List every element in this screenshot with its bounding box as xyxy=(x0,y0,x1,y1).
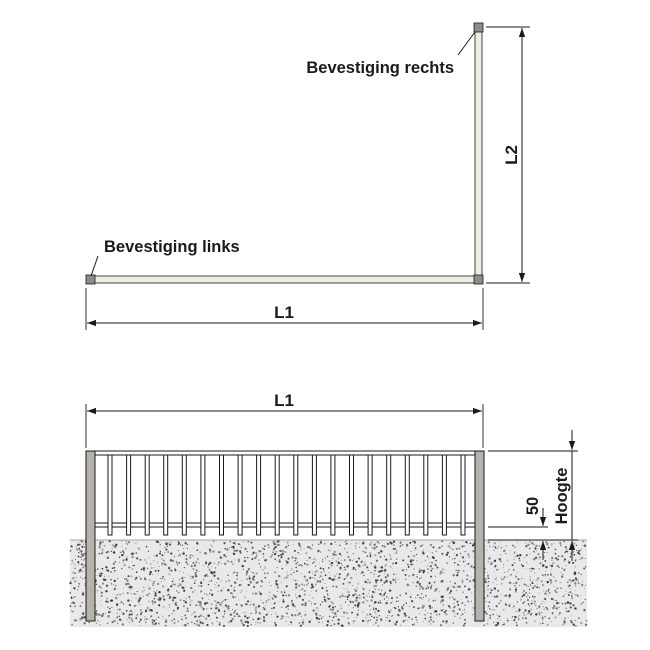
fence-bar xyxy=(460,454,466,536)
fence-bar xyxy=(107,454,113,536)
fence-bar xyxy=(274,454,280,536)
fence-bar xyxy=(311,454,317,536)
fence-bar xyxy=(200,454,206,536)
label-l1-top: L1 xyxy=(274,303,294,322)
label-mount-right: Bevestiging rechts xyxy=(306,59,454,77)
label-offset: 50 xyxy=(524,497,542,515)
fence-bar xyxy=(144,454,150,536)
fence-bar xyxy=(163,454,169,536)
side-view: L1 Hoogte 50 xyxy=(69,391,588,628)
top-view: Bevestiging rechts Bevestiging links L1 … xyxy=(85,22,530,330)
fence-top-rail xyxy=(94,450,476,456)
fence-bar xyxy=(181,454,187,536)
rail-l1 xyxy=(89,275,481,284)
mount-corner-block xyxy=(473,274,484,285)
leader-mount-left xyxy=(90,255,99,277)
fence-bar xyxy=(386,454,392,536)
mount-left-block xyxy=(85,274,96,285)
post-right xyxy=(474,450,485,622)
fence-bar xyxy=(330,454,336,536)
fence-bar xyxy=(126,454,132,536)
fence-bar xyxy=(293,454,299,536)
label-l2: L2 xyxy=(502,145,521,165)
fence-bar xyxy=(367,454,373,536)
fence-bars xyxy=(107,454,466,536)
fence-bar xyxy=(237,454,243,536)
fence-bar xyxy=(441,454,447,536)
fence-bar xyxy=(219,454,224,536)
fence-bar xyxy=(404,454,410,536)
rail-l2 xyxy=(474,27,483,281)
label-mount-left: Bevestiging links xyxy=(104,238,240,256)
label-l1-bottom: L1 xyxy=(274,391,294,410)
fence-bar xyxy=(256,454,262,536)
fence-bar xyxy=(349,454,354,536)
label-height: Hoogte xyxy=(553,468,571,525)
fence-bottom-rail xyxy=(94,522,476,528)
mount-right-block xyxy=(473,22,484,33)
post-left xyxy=(85,450,96,622)
leader-mount-right xyxy=(457,31,476,56)
fence-bar xyxy=(423,454,429,536)
